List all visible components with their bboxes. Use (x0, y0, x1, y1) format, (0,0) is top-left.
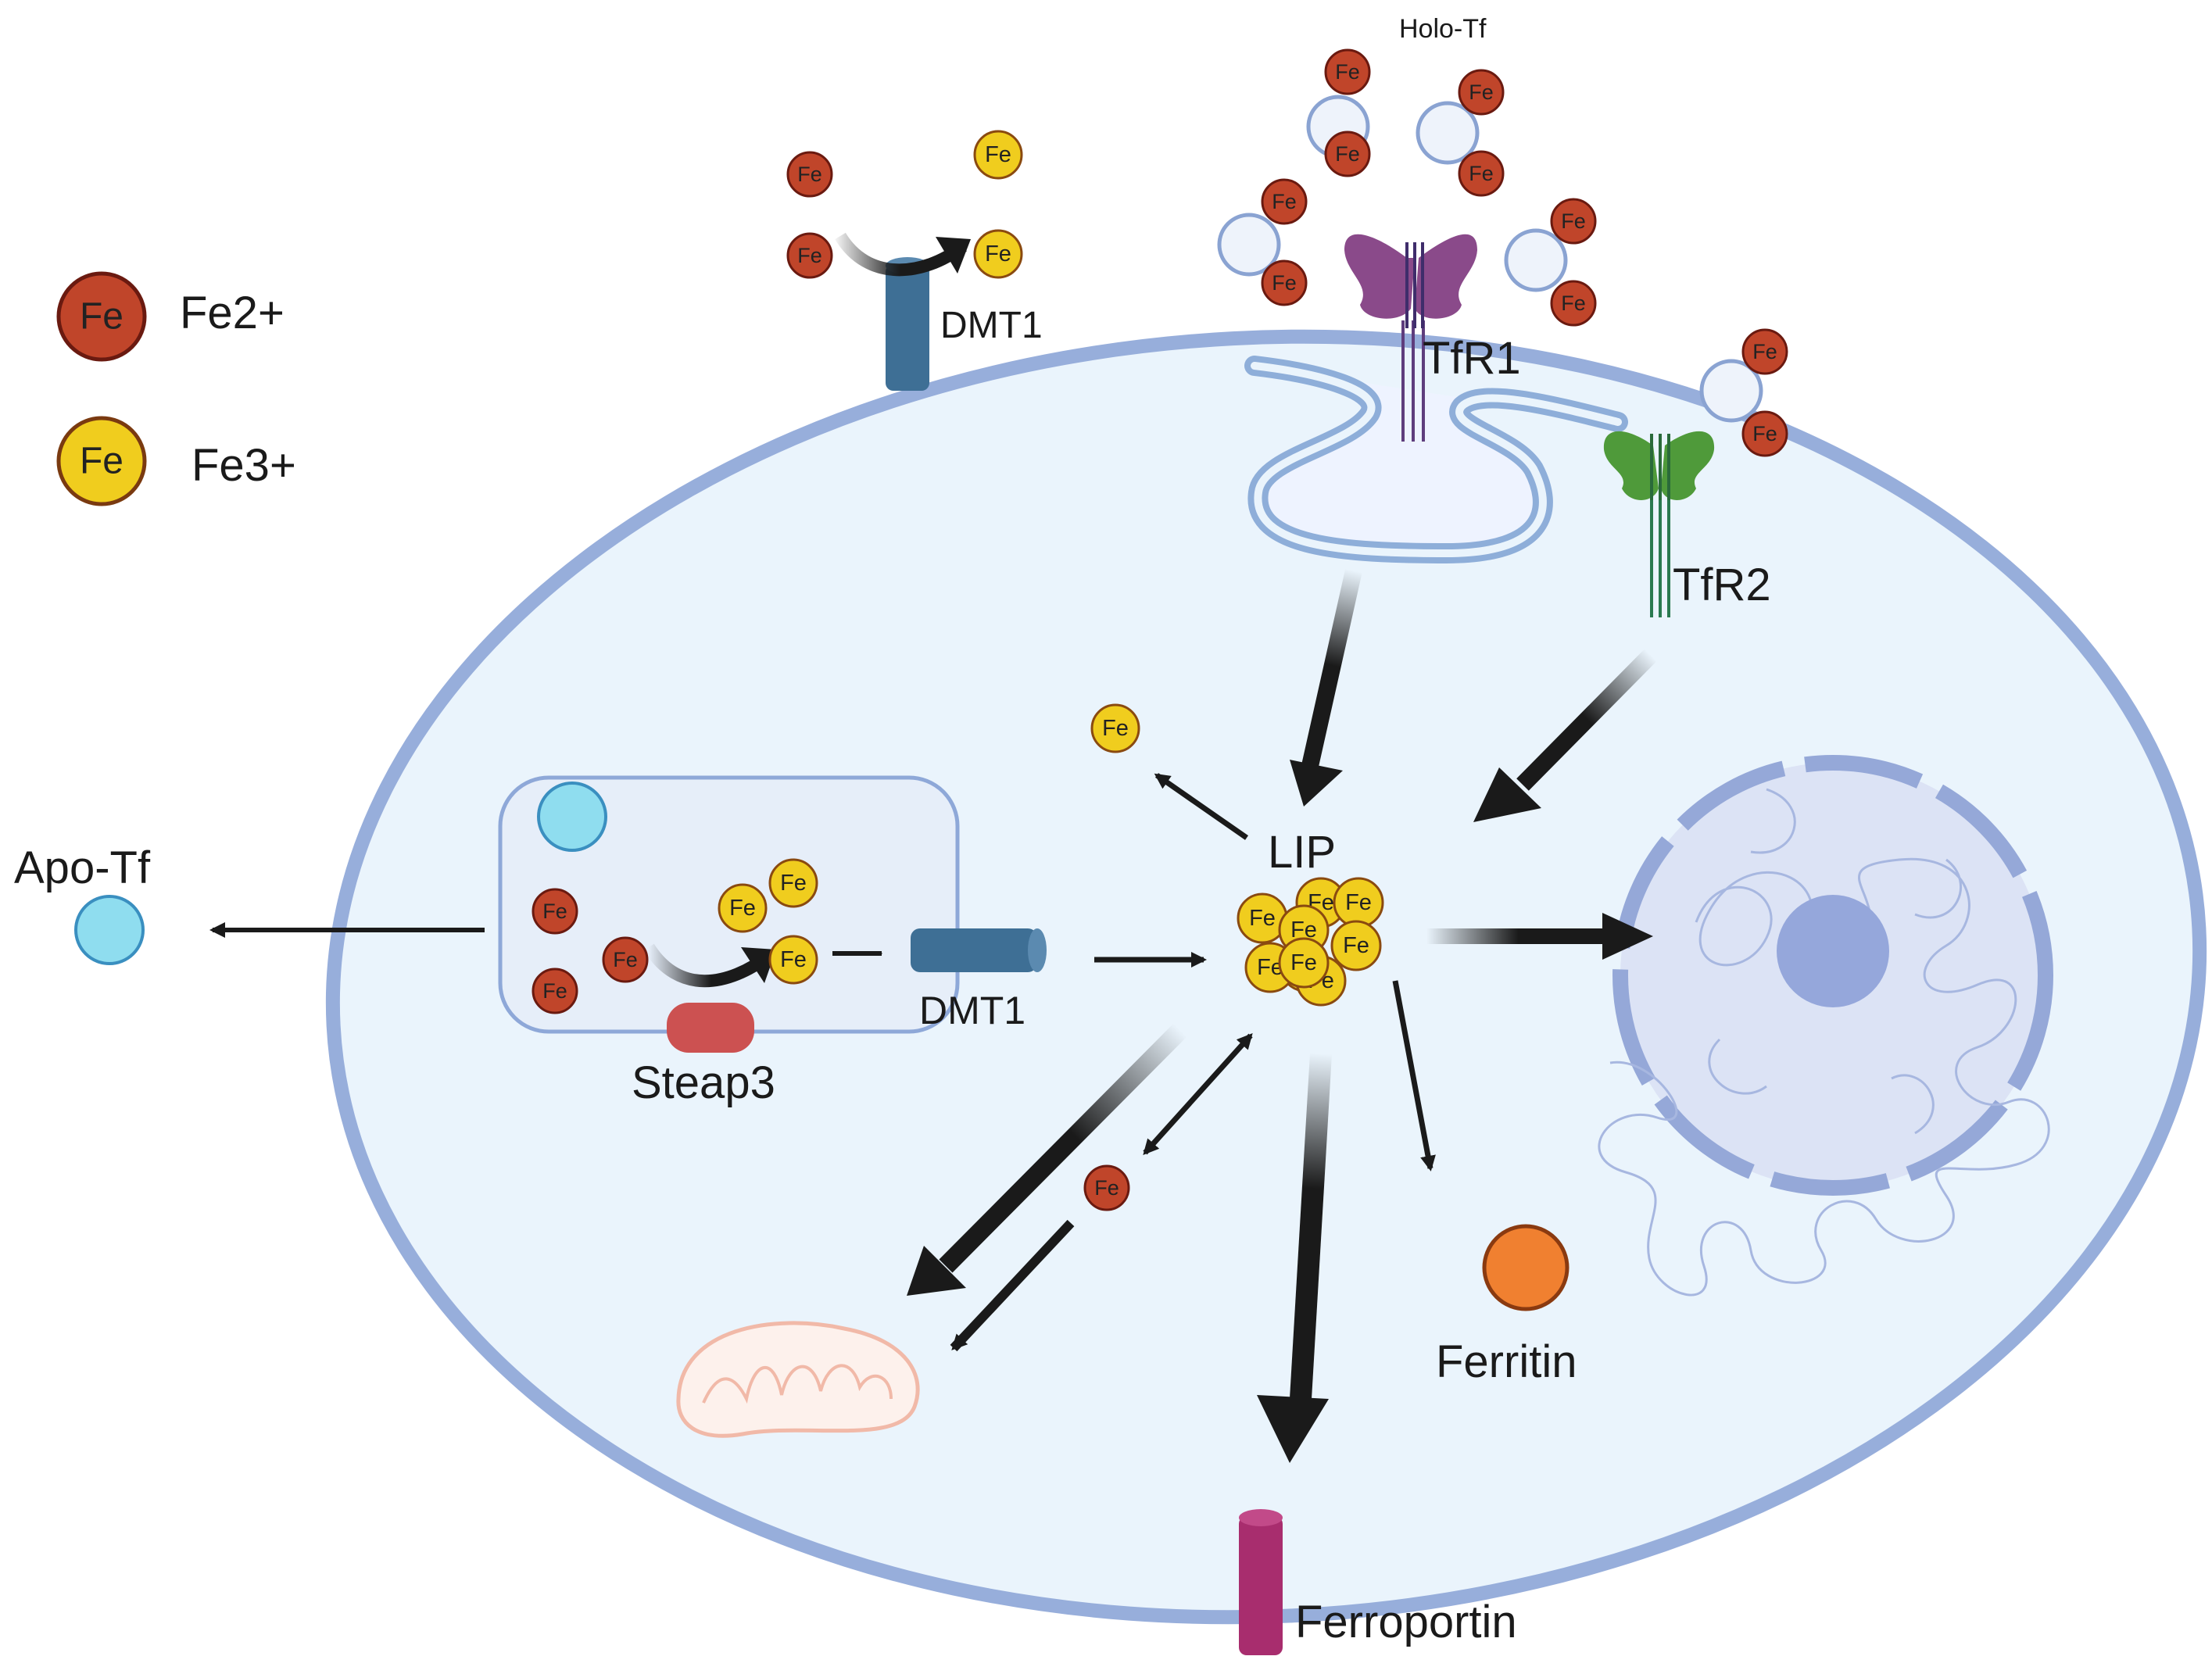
dmt1-endosome-channel (911, 928, 1037, 972)
svg-text:Fe: Fe (797, 163, 822, 186)
arrow-lip-to-mitochondrion (939, 1023, 1187, 1273)
nucleolus (1777, 895, 1889, 1007)
lip-fe-ion: Fe (1333, 877, 1384, 928)
svg-text:Fe: Fe (542, 900, 567, 923)
endosome-fe3-ion: Fe (718, 883, 768, 933)
iron-ions: FeFeFeFeFeFeFeFeFeFeFeFeFeFeFeFeFeFeFeFe… (532, 48, 1788, 1211)
svg-text:Fe: Fe (1561, 292, 1586, 315)
tfr1-label: TfR1 (1423, 333, 1521, 384)
svg-text:Fe: Fe (542, 979, 567, 1003)
endosome-fe2-ion: Fe (532, 888, 578, 935)
holo-tf-fe-ion: Fe (1741, 410, 1788, 457)
ferroportin-label: Ferroportin (1295, 1597, 1517, 1647)
apo-tf (74, 895, 145, 965)
svg-text:Fe: Fe (1272, 271, 1297, 295)
arrow-lip-to-cytosolic-fe (1154, 773, 1248, 840)
arrow-lip-fe-bidirectional (1143, 1033, 1253, 1155)
dmt1-surface-fe3-ion: Fe (973, 130, 1023, 180)
lip-label: LIP (1268, 827, 1336, 878)
svg-text:Fe: Fe (985, 241, 1011, 266)
lip-fe-ion: Fe (1237, 892, 1288, 944)
endosome-fe2-ion: Fe (532, 968, 578, 1014)
svg-text:Fe: Fe (1345, 890, 1372, 915)
holo-tf-fe-ion: Fe (1741, 328, 1788, 375)
arrow-lip-to-ferroportin (1290, 1053, 1332, 1400)
svg-text:Fe: Fe (1752, 340, 1777, 363)
legend: Fe Fe2+ Fe Fe3+ (56, 271, 296, 506)
legend-fe2-symbol: Fe (80, 296, 123, 338)
svg-text:Fe: Fe (613, 948, 638, 971)
svg-text:Fe: Fe (1272, 190, 1297, 213)
holo-tf-fe-ion: Fe (1550, 198, 1597, 245)
chromatin (1598, 788, 2050, 1297)
mito-path-fe2-ion: Fe (1083, 1164, 1130, 1211)
svg-text:Fe: Fe (1335, 142, 1360, 166)
ferroportin-channel (1239, 1509, 1283, 1655)
legend-fe3-symbol: Fe (80, 441, 123, 482)
lip-fe-ion: Fe (1278, 937, 1330, 989)
arrow-lip-to-ferritin (1392, 980, 1436, 1171)
dmt1-endosome-label: DMT1 (919, 989, 1025, 1032)
svg-text:Fe: Fe (780, 947, 807, 972)
arrow-fe-to-mitochondrion (950, 1219, 1075, 1352)
dmt1-surface-channel (835, 232, 971, 391)
apo-tf-label: Apo-Tf (14, 842, 151, 893)
endosome-apo-tf (537, 782, 607, 852)
tfr2-label: TfR2 (1673, 560, 1771, 610)
cytosolic-fe3-ion: Fe (1090, 703, 1140, 753)
svg-text:Fe: Fe (1335, 60, 1360, 84)
ferritin-label: Ferritin (1436, 1336, 1577, 1387)
dmt1-surface-label: DMT1 (940, 305, 1043, 346)
endocytosis-pit (1244, 356, 1628, 564)
legend-fe3-label: Fe3+ (191, 440, 296, 491)
holo-tf-fe-ion: Fe (1458, 150, 1505, 197)
holo-tf-fe-ion: Fe (1261, 178, 1308, 225)
svg-text:Fe: Fe (1469, 162, 1494, 185)
svg-text:Fe: Fe (1561, 209, 1586, 233)
steap3-protein (667, 1003, 754, 1053)
holo-tf (1504, 228, 1568, 292)
dmt1-surface-fe2-ion: Fe (786, 151, 833, 198)
legend-fe2-label: Fe2+ (180, 288, 285, 338)
svg-text:Fe: Fe (1094, 1176, 1119, 1200)
holo-tf-label: Holo-Tf (1399, 14, 1487, 44)
lip-fe-ion: Fe (1330, 920, 1382, 971)
endosome-fe3-ion: Fe (768, 935, 818, 985)
holo-tf (1699, 359, 1763, 423)
svg-text:Fe: Fe (1249, 906, 1276, 931)
arrow-tfr1-to-lip (1301, 568, 1362, 768)
nucleus (1598, 755, 2053, 1297)
endosome-fe3-ion: Fe (768, 858, 818, 908)
svg-text:Fe: Fe (797, 244, 822, 267)
tfr1-receptor (1344, 234, 1477, 442)
holo-tf-fe-ion: Fe (1458, 69, 1505, 116)
holo-tf-fe-ion: Fe (1261, 259, 1308, 306)
mitochondrion (676, 1321, 920, 1438)
svg-text:Fe: Fe (1290, 950, 1317, 975)
tfr2-receptor (1603, 431, 1715, 617)
endosome-fe2-ion: Fe (602, 936, 649, 983)
holo-tf (1217, 213, 1281, 277)
holo-tf-fe-ion: Fe (1324, 131, 1371, 177)
holo-tf-fe-ion: Fe (1550, 280, 1597, 327)
legend-item-fe2: Fe Fe2+ (56, 271, 285, 362)
dmt1-surface-fe3-ion: Fe (973, 229, 1023, 279)
holo-tf-fe-ion: Fe (1324, 48, 1371, 95)
svg-text:Fe: Fe (1752, 422, 1777, 445)
svg-text:Fe: Fe (780, 871, 807, 896)
arrow-tfr2-to-lip (1516, 649, 1657, 791)
steap3-label: Steap3 (632, 1057, 775, 1108)
svg-text:Fe: Fe (729, 896, 756, 921)
ferritin (1482, 1224, 1570, 1311)
svg-text:Fe: Fe (1343, 933, 1369, 958)
dmt1-surface-fe2-ion: Fe (786, 232, 833, 279)
svg-text:Fe: Fe (1102, 716, 1129, 741)
legend-item-fe3: Fe Fe3+ (56, 416, 296, 506)
svg-text:Fe: Fe (1469, 80, 1494, 104)
arrows (209, 568, 1657, 1463)
svg-text:Fe: Fe (985, 142, 1011, 167)
holo-tf (1416, 101, 1480, 165)
holo-tf-group (1217, 95, 1763, 423)
